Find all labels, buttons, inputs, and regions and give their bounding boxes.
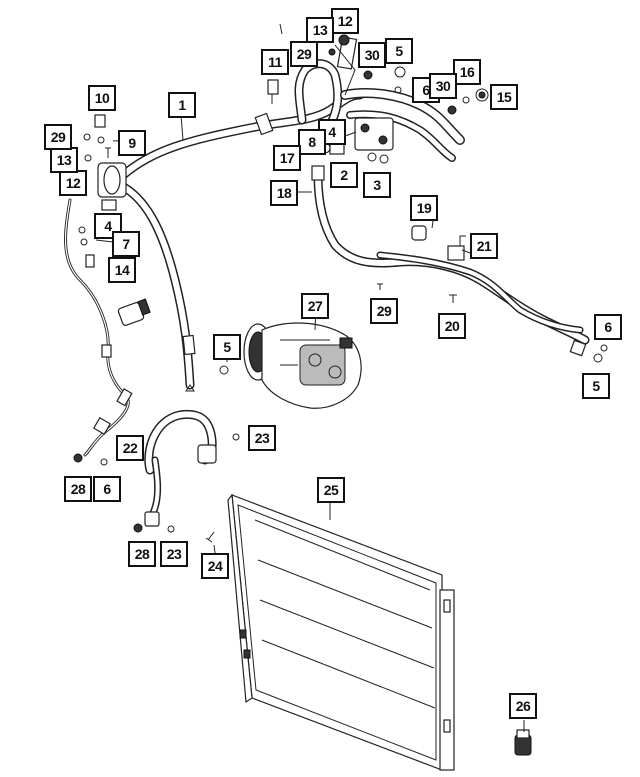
callout-29-left[interactable]: 29 [44,124,72,150]
callout-23-bottom[interactable]: 23 [160,541,188,567]
callout-15[interactable]: 15 [490,84,518,110]
callout-29-right[interactable]: 29 [370,298,398,324]
callout-30-right[interactable]: 30 [429,73,457,99]
callout-28-bottom[interactable]: 28 [128,541,156,567]
callout-25[interactable]: 25 [317,477,345,503]
callout-6-right[interactable]: 6 [594,314,622,340]
callout-21[interactable]: 21 [470,233,498,259]
compressor [243,322,362,409]
callout-5-right[interactable]: 5 [582,373,610,399]
condenser [227,493,455,771]
callout-28-left[interactable]: 28 [64,476,92,502]
callout-4-upper[interactable]: 4 [318,119,346,145]
callout-26[interactable]: 26 [509,693,537,719]
callout-18[interactable]: 18 [270,180,298,206]
callout-2[interactable]: 2 [330,162,358,188]
callout-7[interactable]: 7 [112,231,140,257]
liquid-line [64,198,133,466]
hose-22 [133,365,240,533]
callout-5-compressor[interactable]: 5 [213,334,241,360]
callout-3[interactable]: 3 [363,172,391,198]
callout-22[interactable]: 22 [116,435,144,461]
callout-23-mid[interactable]: 23 [248,425,276,451]
callout-6-left[interactable]: 6 [93,476,121,502]
pressure-switch [117,298,151,326]
drier-cap [514,729,532,756]
callout-11[interactable]: 11 [261,49,289,75]
callout-13-left[interactable]: 13 [50,147,78,173]
callout-24[interactable]: 24 [201,553,229,579]
small-hardware [267,34,489,115]
callout-12-left[interactable]: 12 [59,170,87,196]
callout-17[interactable]: 17 [273,145,301,171]
callout-13-top[interactable]: 13 [306,17,334,43]
callout-5-top[interactable]: 5 [385,38,413,64]
callout-9[interactable]: 9 [118,130,146,156]
suction-hose-1 [115,90,365,392]
callout-20[interactable]: 20 [438,313,466,339]
hose-18-21 [311,165,608,363]
callout-19[interactable]: 19 [410,195,438,221]
callout-8[interactable]: 8 [298,129,326,155]
left-valve-cluster [83,114,127,211]
bolt [205,531,215,543]
callout-30-top[interactable]: 30 [358,42,386,68]
callout-29-top[interactable]: 29 [290,41,318,67]
callout-12-top[interactable]: 12 [331,8,359,34]
callout-1[interactable]: 1 [168,92,196,118]
callout-10[interactable]: 10 [88,85,116,111]
callout-16[interactable]: 16 [453,59,481,85]
callout-27[interactable]: 27 [301,293,329,319]
callout-14[interactable]: 14 [108,257,136,283]
